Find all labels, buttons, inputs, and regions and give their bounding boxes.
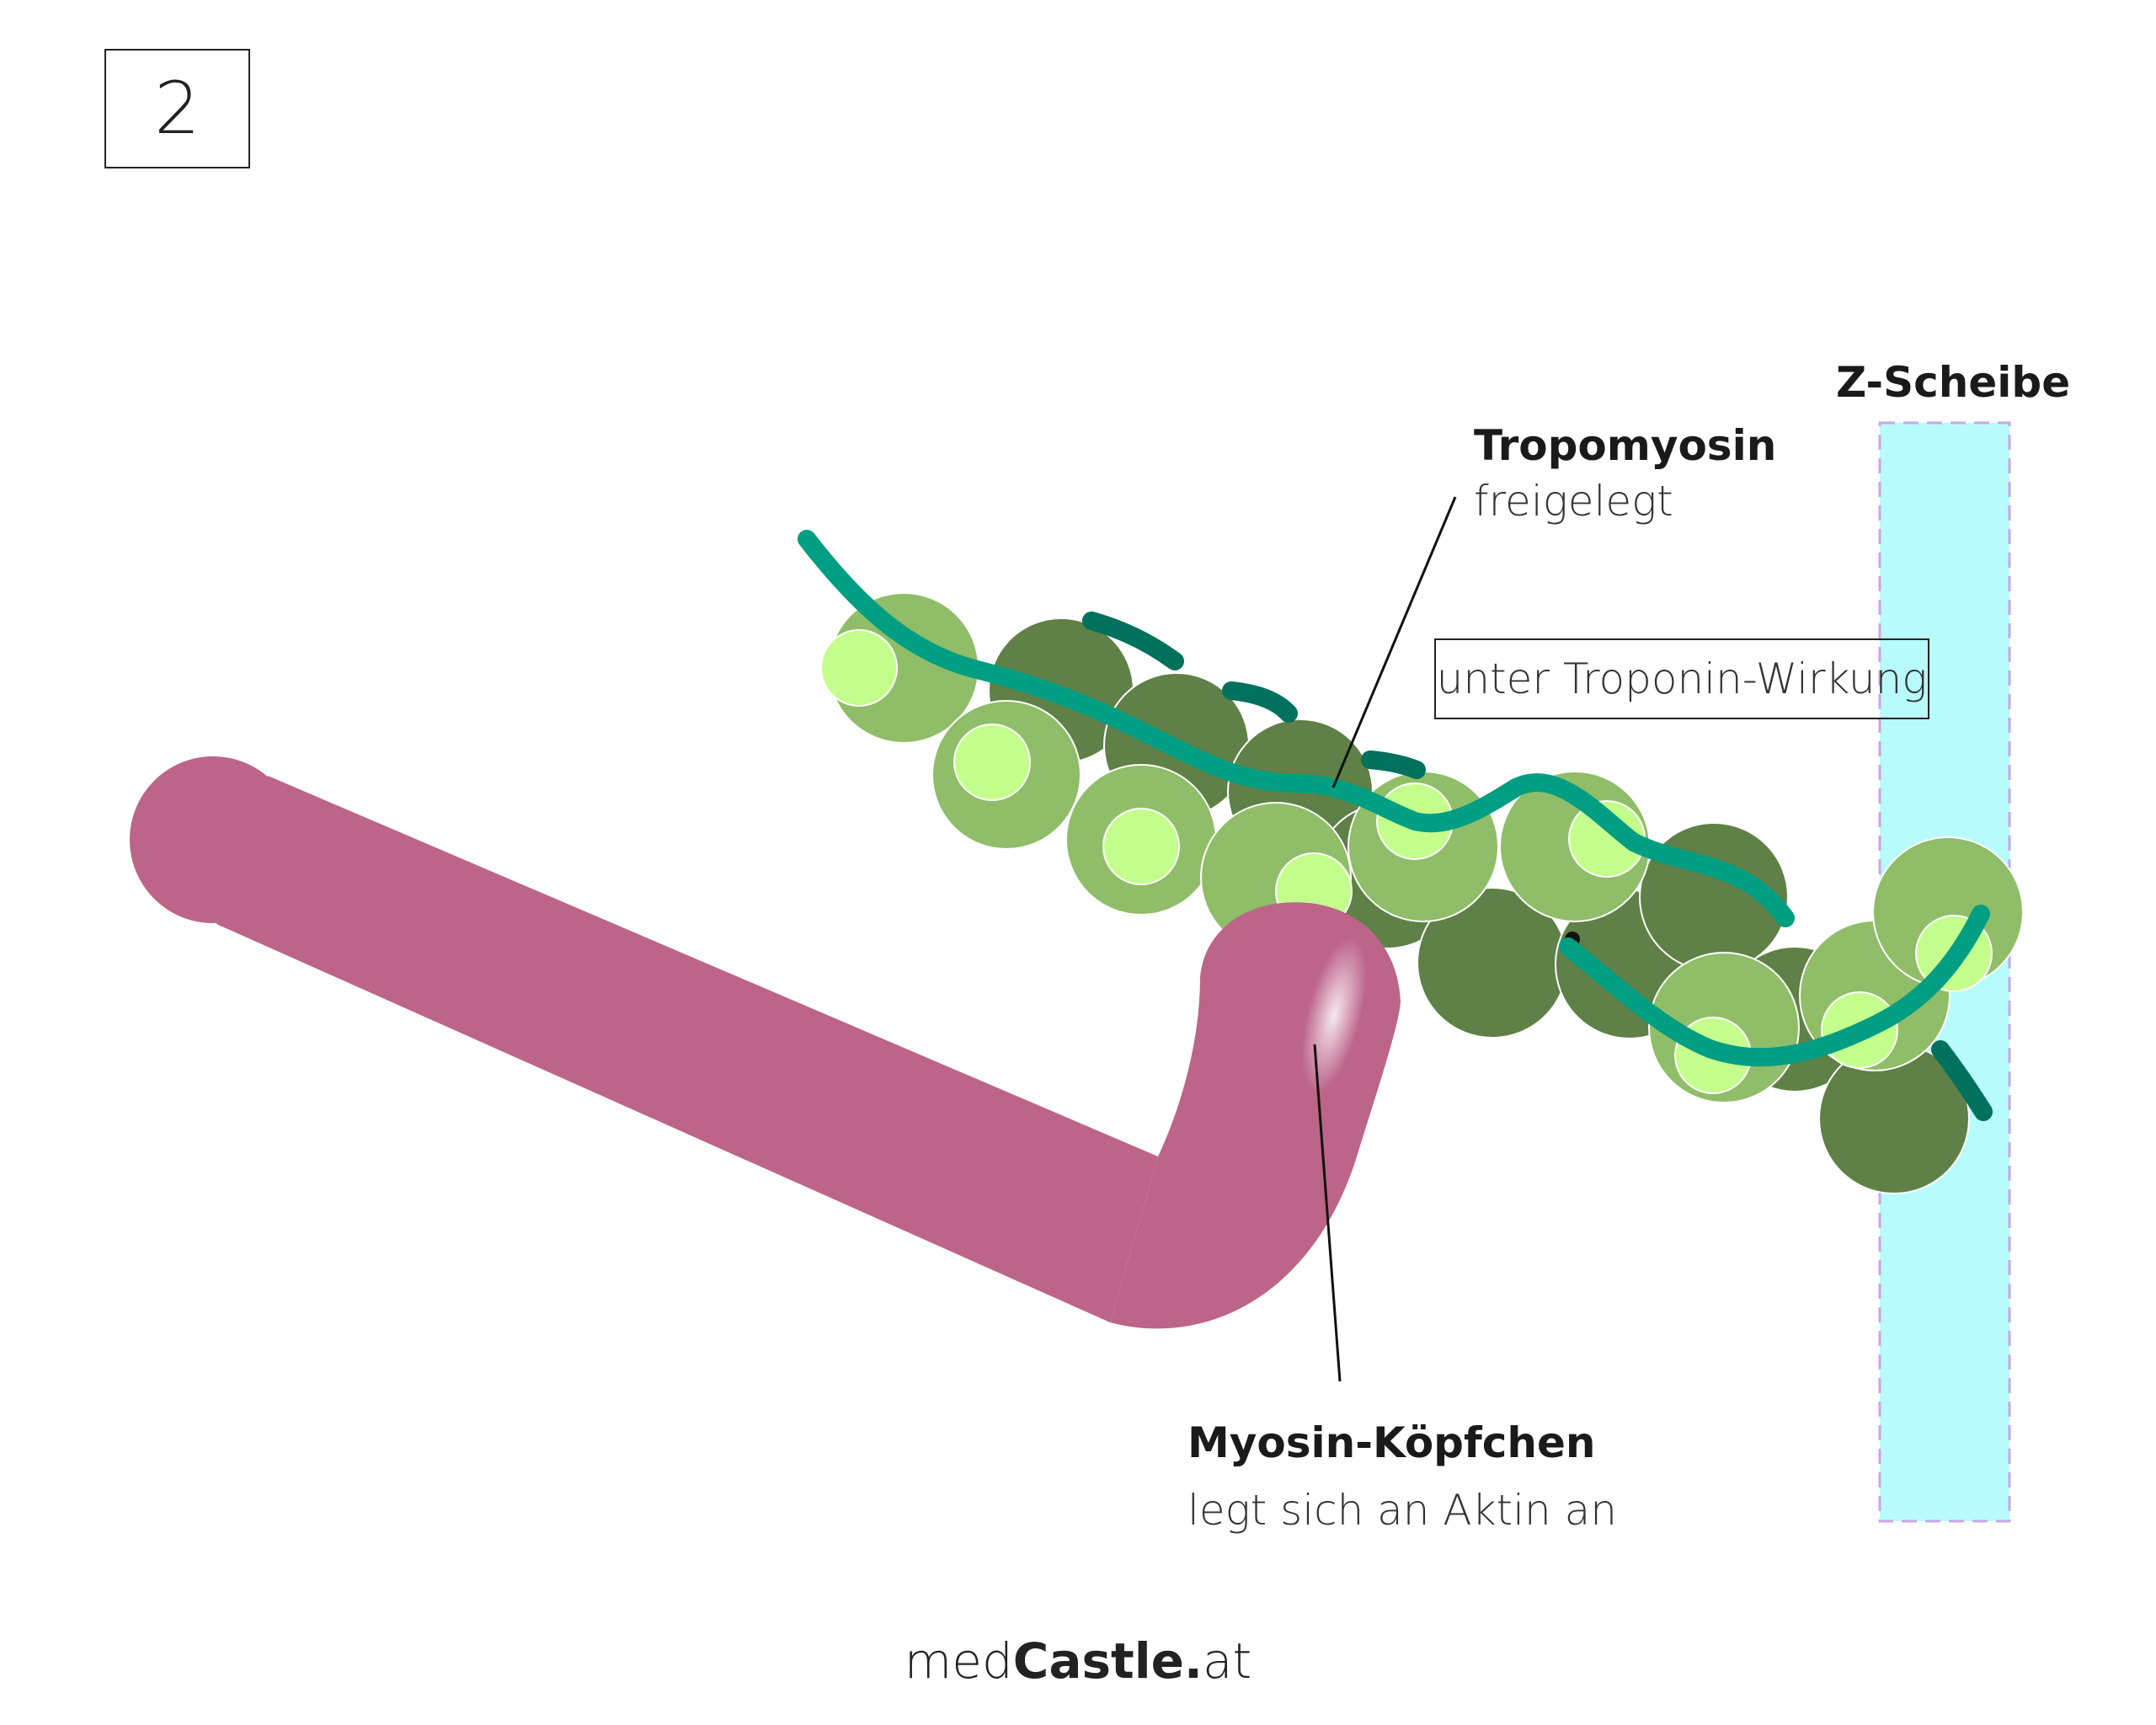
troponin-segment bbox=[1931, 1040, 1993, 1121]
myosin-title: Myosin-Köpfchen bbox=[1187, 1418, 1596, 1467]
tropomyosin-subtitle: freigelegt bbox=[1474, 477, 1673, 526]
leader-lines bbox=[1313, 496, 1457, 1382]
step-number-box: 2 bbox=[104, 49, 250, 168]
actin-core bbox=[820, 629, 898, 707]
step-number: 2 bbox=[154, 67, 200, 151]
footer-brand-name: Castle. bbox=[1012, 1632, 1203, 1690]
myosin-tail bbox=[216, 776, 1158, 1322]
actin-core bbox=[1102, 808, 1180, 885]
troponin-segments bbox=[1082, 611, 1993, 1121]
tropomyosin-leader bbox=[1331, 496, 1457, 788]
tropomyosin-strands bbox=[798, 530, 1990, 1067]
myosin-leader bbox=[1313, 1044, 1342, 1382]
footer-prefix: med bbox=[904, 1632, 1013, 1690]
troponin-segment bbox=[1082, 611, 1184, 670]
tropomyosin-strand-upper bbox=[798, 530, 1795, 927]
footer-brand: medCastle.at bbox=[0, 1632, 2156, 1690]
actin-core bbox=[953, 724, 1031, 801]
tropomyosin-title: Tropomyosin bbox=[1474, 421, 1777, 470]
z-disc-label: Z-Scheibe bbox=[1836, 358, 2071, 407]
troponin-box-label: unter Troponin-Wirkung bbox=[1436, 654, 1928, 703]
troponin-box: unter Troponin-Wirkung bbox=[1434, 638, 1929, 719]
troponin-segment bbox=[1222, 681, 1298, 723]
myosin-head-highlight bbox=[1301, 937, 1367, 1093]
troponin-segment bbox=[1361, 750, 1426, 779]
myosin-subtitle: legt sich an Aktin an bbox=[1187, 1486, 1617, 1535]
tropomyosin-strand-lower bbox=[1559, 905, 1990, 1067]
footer-suffix: at bbox=[1202, 1632, 1252, 1690]
